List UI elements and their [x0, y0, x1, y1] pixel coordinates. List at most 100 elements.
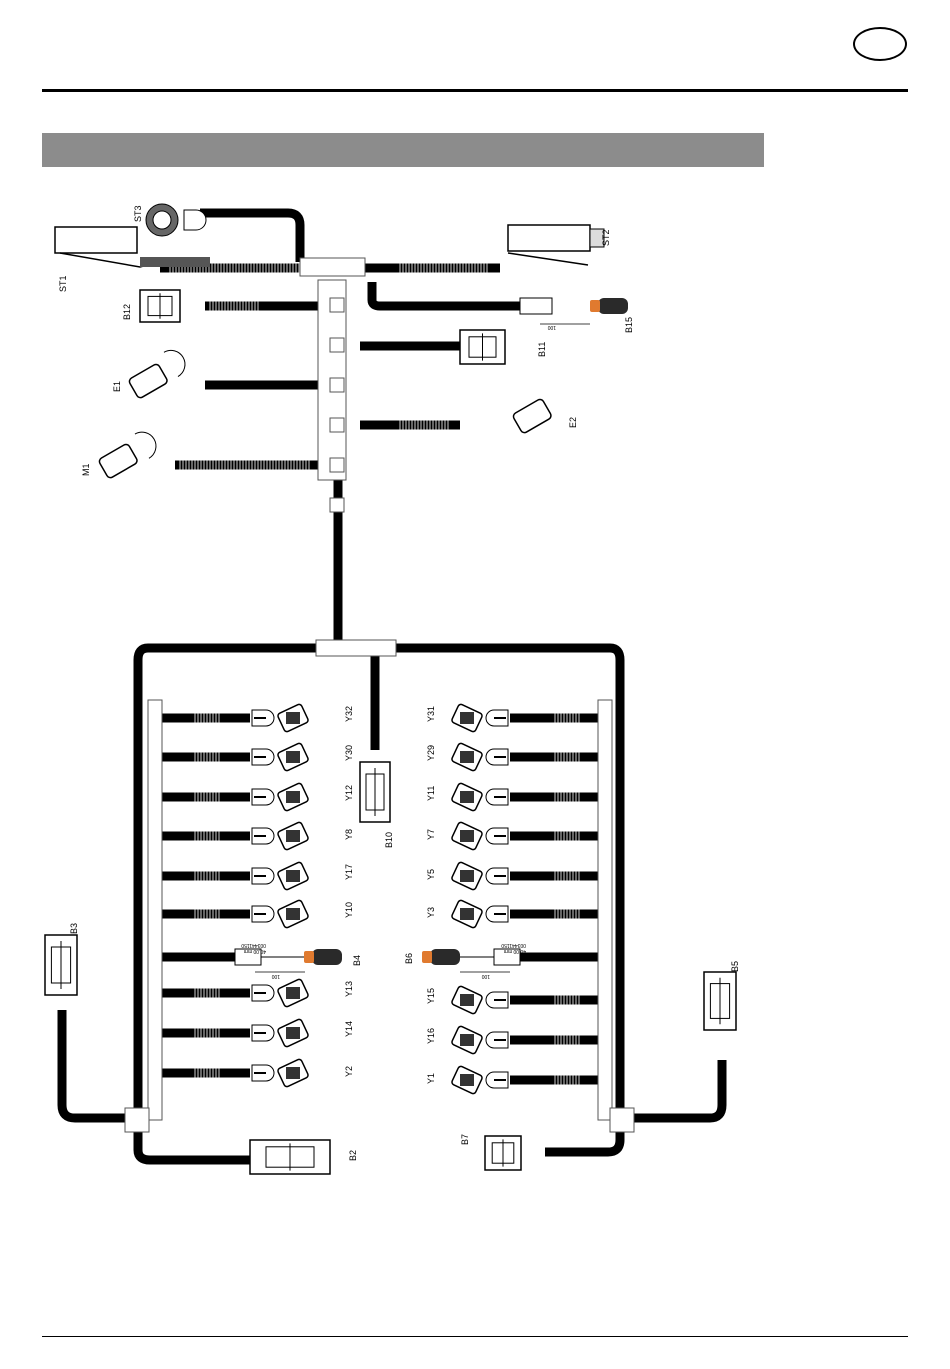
label-y2: Y2	[344, 1066, 354, 1077]
label-st3: ST3	[133, 205, 143, 222]
dim-b15: 100	[547, 324, 556, 330]
connector-b2	[250, 1140, 330, 1174]
connector-face	[286, 830, 300, 842]
connector-st1	[55, 227, 210, 267]
b15-sleeve	[520, 298, 552, 314]
connector-b7	[485, 1136, 521, 1170]
label-y30: Y30	[344, 745, 354, 761]
connector-face	[286, 712, 300, 724]
label-b2: B2	[348, 1150, 358, 1161]
sensor-tip	[590, 300, 600, 312]
st3-face	[153, 211, 171, 229]
st3-boot	[184, 210, 206, 230]
e2-body	[512, 398, 552, 434]
sensor-body	[312, 949, 342, 965]
label-b7: B7	[460, 1134, 470, 1145]
connector-b3	[45, 935, 77, 995]
junction-right-column	[598, 700, 612, 1120]
valve-y2	[252, 1058, 309, 1087]
connector-face	[460, 751, 474, 763]
label-y12: Y12	[344, 785, 354, 801]
m1-body	[98, 443, 138, 479]
b6-length: 40,00 mm	[504, 948, 526, 954]
cable-b15	[372, 282, 520, 306]
dim-b6: 100	[481, 973, 490, 979]
st2-strain	[508, 253, 588, 265]
sensor-tip	[422, 951, 432, 963]
label-y7: Y7	[426, 829, 436, 840]
label-y1: Y1	[426, 1073, 436, 1084]
sensor-b15	[590, 298, 628, 314]
junction-node-r6	[330, 498, 344, 512]
valve-y14	[252, 1018, 309, 1047]
cable-b3	[62, 1010, 128, 1118]
connector-face	[286, 1027, 300, 1039]
b6-part-number: 003441150	[501, 942, 526, 948]
valve-y10	[252, 899, 309, 928]
connector-b12	[140, 290, 180, 322]
sensor-b4	[304, 949, 342, 965]
junction-split	[316, 640, 396, 656]
label-y10: Y10	[344, 902, 354, 918]
connector-face	[286, 870, 300, 882]
connector-b10	[360, 762, 390, 822]
valve-y15	[451, 985, 508, 1014]
valve-y1	[451, 1065, 508, 1094]
connector-face	[460, 908, 474, 920]
label-b5: B5	[730, 961, 740, 972]
connector-face	[286, 1067, 300, 1079]
st1-tail	[140, 257, 210, 267]
label-y14: Y14	[344, 1021, 354, 1037]
label-e1: E1	[112, 381, 122, 392]
connector-m1	[96, 427, 161, 481]
connector-face	[460, 1034, 474, 1046]
label-y29: Y29	[426, 745, 436, 761]
sensor-body	[598, 298, 628, 314]
cable-st3	[200, 213, 300, 262]
label-m1: M1	[81, 463, 91, 476]
connector-face	[286, 791, 300, 803]
label-y31: Y31	[426, 706, 436, 722]
valve-y5	[451, 861, 508, 890]
label-st2: ST2	[601, 229, 611, 246]
junction-st	[300, 258, 365, 276]
connector-face	[286, 751, 300, 763]
connector-st2	[508, 225, 604, 265]
connector-b5	[704, 972, 736, 1030]
label-y11: Y11	[426, 786, 436, 801]
connector-st3	[146, 204, 206, 236]
label-b11: B11	[537, 342, 547, 357]
connector-face	[460, 1074, 474, 1086]
e1-boot	[164, 345, 190, 376]
label-e2: E2	[568, 417, 578, 428]
dim-b4: 100	[271, 973, 280, 979]
valve-y16	[451, 1025, 508, 1054]
junction-left-column	[148, 700, 162, 1120]
connector-face	[286, 908, 300, 920]
label-b3: B3	[69, 923, 79, 934]
valve-y30	[252, 742, 309, 771]
label-st1: ST1	[58, 275, 68, 292]
e1-body	[128, 363, 168, 399]
junction-right-bottom	[610, 1108, 634, 1132]
connector-face	[460, 712, 474, 724]
connector-face	[460, 830, 474, 842]
b4-part-number: 003441150	[241, 942, 266, 948]
connector-face	[286, 987, 300, 999]
junction-node-r2	[330, 338, 344, 352]
label-y15: Y15	[426, 988, 436, 1004]
label-b6: B6	[404, 953, 414, 964]
connector-e2	[512, 398, 552, 434]
label-y32: Y32	[344, 706, 354, 722]
valve-y32	[252, 703, 309, 732]
label-y5: Y5	[426, 869, 436, 880]
valve-y3	[451, 899, 508, 928]
st2-body	[508, 225, 590, 251]
sensor-b6	[422, 949, 460, 965]
cable-b5	[630, 1060, 722, 1118]
label-b12: B12	[122, 304, 132, 320]
valve-y11	[451, 782, 508, 811]
connector-face	[460, 994, 474, 1006]
junction-node-r3	[330, 378, 344, 392]
